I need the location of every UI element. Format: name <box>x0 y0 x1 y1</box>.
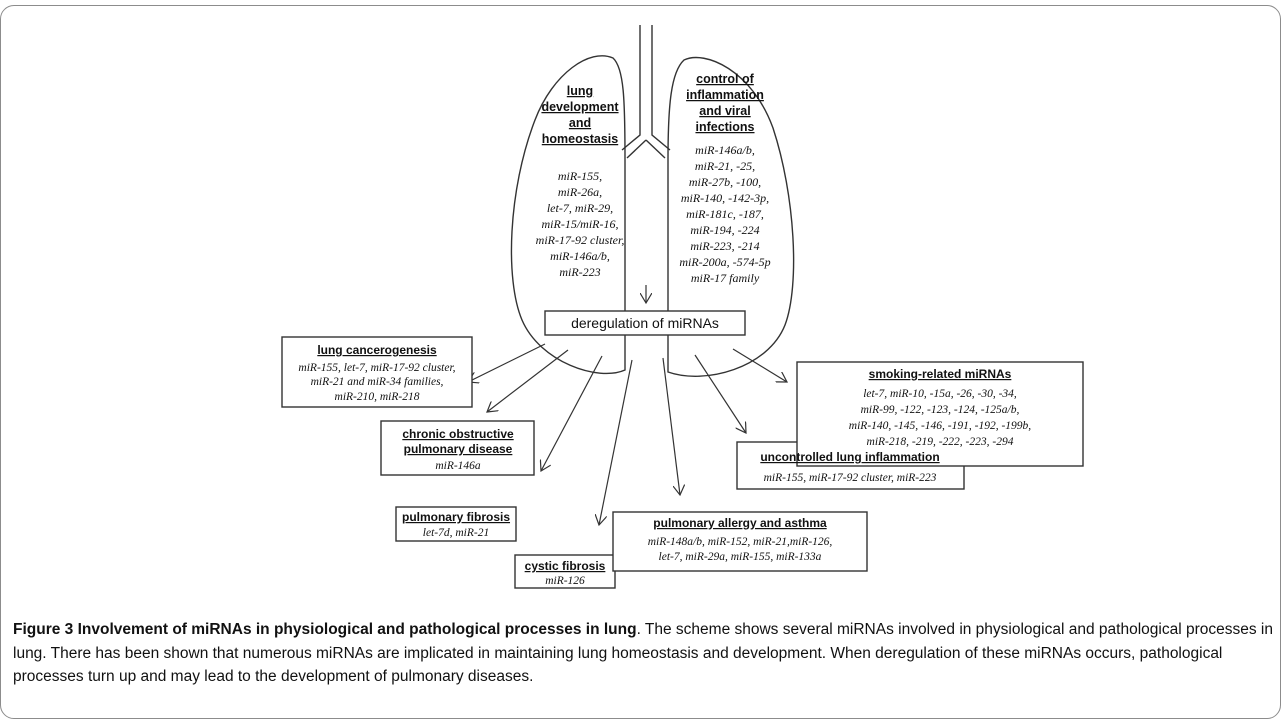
cancer-line-2: miR-21 and miR-34 families, <box>311 376 444 388</box>
arrow-to-allergy <box>662 357 680 495</box>
right-lung-mirna-6: miR-194, -224 <box>690 223 759 237</box>
cancer-title: lung cancerogenesis <box>317 343 437 357</box>
trachea <box>621 25 671 159</box>
caption-label: Figure 3 Involvement of miRNAs in physio… <box>13 621 637 638</box>
mirna-lung-diagram: lung development and homeostasis control… <box>281 25 1084 589</box>
right-lung-mirna-4: miR-140, -142-3p, <box>681 191 769 205</box>
copd-title-2: pulmonary disease <box>404 442 513 456</box>
allergy-line-1: miR-148a/b, miR-152, miR-21,miR-126, <box>648 536 833 548</box>
smoking-box <box>796 361 1084 467</box>
smoking-line-1: let-7, miR-10, -15a, -26, -30, -34, <box>863 388 1017 400</box>
left-lung-mirna-1: miR-155, <box>558 169 602 183</box>
right-lung-mirna-5: miR-181c, -187, <box>686 207 764 221</box>
smoking-line-2: miR-99, -122, -123, -124, -125a/b, <box>861 404 1020 416</box>
left-lung-mirna-4: miR-15/miR-16, <box>542 217 619 231</box>
right-lung-title-2: inflammation <box>686 88 764 102</box>
cancer-line-3: miR-210, miR-218 <box>335 391 420 403</box>
smoking-line-3: miR-140, -145, -146, -191, -192, -199b, <box>849 420 1032 432</box>
right-lung-mirna-9: miR-17 family <box>691 271 760 285</box>
deregulation-label: deregulation of miRNAs <box>571 315 719 331</box>
copd-title-1: chronic obstructive <box>402 427 514 441</box>
left-lung-title-3: and <box>569 116 591 130</box>
copd-line-1: miR-146a <box>435 460 481 472</box>
fibrosis-line-1: let-7d, miR-21 <box>423 527 489 539</box>
left-lung-title-4: homeostasis <box>542 132 618 146</box>
inflammation-line-1: miR-155, miR-17-92 cluster, miR-223 <box>764 472 937 484</box>
smoking-line-4: miR-218, -219, -222, -223, -294 <box>867 436 1014 448</box>
right-lung-outline <box>667 56 795 377</box>
left-lung-mirna-6: miR-146a/b, <box>550 249 610 263</box>
allergy-line-2: let-7, miR-29a, miR-155, miR-133a <box>659 551 822 563</box>
arrow-to-inflammation <box>694 354 746 433</box>
left-lung-mirna-2: miR-26a, <box>558 185 602 199</box>
fibrosis-box <box>395 506 517 542</box>
figure-caption: Figure 3 Involvement of miRNAs in physio… <box>13 618 1275 689</box>
right-lung-mirna-8: miR-200a, -574-5p <box>679 255 770 269</box>
right-lung-mirna-7: miR-223, -214 <box>690 239 759 253</box>
right-lung-mirna-1: miR-146a/b, <box>695 143 755 157</box>
fibrosis-title: pulmonary fibrosis <box>402 510 510 524</box>
arrow-to-fibrosis <box>541 355 603 471</box>
arrow-to-cystic <box>599 359 633 525</box>
right-lung-title-1: control of <box>696 72 754 86</box>
arrow-to-copd <box>487 349 569 412</box>
right-lung-mirna-2: miR-21, -25, <box>695 159 755 173</box>
left-lung-mirna-7: miR-223 <box>559 265 600 279</box>
arrow-to-cancer <box>468 343 546 382</box>
left-lung-title-2: development <box>541 100 619 114</box>
left-lung-outline <box>510 55 626 375</box>
arrow-to-smoking <box>732 348 787 382</box>
smoking-title: smoking-related miRNAs <box>869 367 1012 381</box>
left-lung-mirna-3: let-7, miR-29, <box>547 201 613 215</box>
caption-text: . The scheme shows several miRNAs involv… <box>13 621 1273 685</box>
cancer-line-1: miR-155, let-7, miR-17-92 cluster, <box>298 362 455 374</box>
allergy-box <box>612 511 868 572</box>
right-lung-title-4: infections <box>695 120 754 134</box>
allergy-title: pulmonary allergy and asthma <box>653 516 827 530</box>
copd-box <box>380 420 535 476</box>
cystic-title: cystic fibrosis <box>525 559 606 573</box>
cystic-line-1: miR-126 <box>545 575 585 587</box>
inflammation-title: uncontrolled lung inflammation <box>760 450 939 464</box>
deregulation-box <box>544 310 746 336</box>
left-lung-mirna-5: miR-17-92 cluster, <box>536 233 625 247</box>
right-lung-mirna-3: miR-27b, -100, <box>689 175 761 189</box>
left-lung-title-1: lung <box>567 84 593 98</box>
right-lung-title-3: and viral <box>699 104 750 118</box>
cancer-box <box>281 336 473 408</box>
